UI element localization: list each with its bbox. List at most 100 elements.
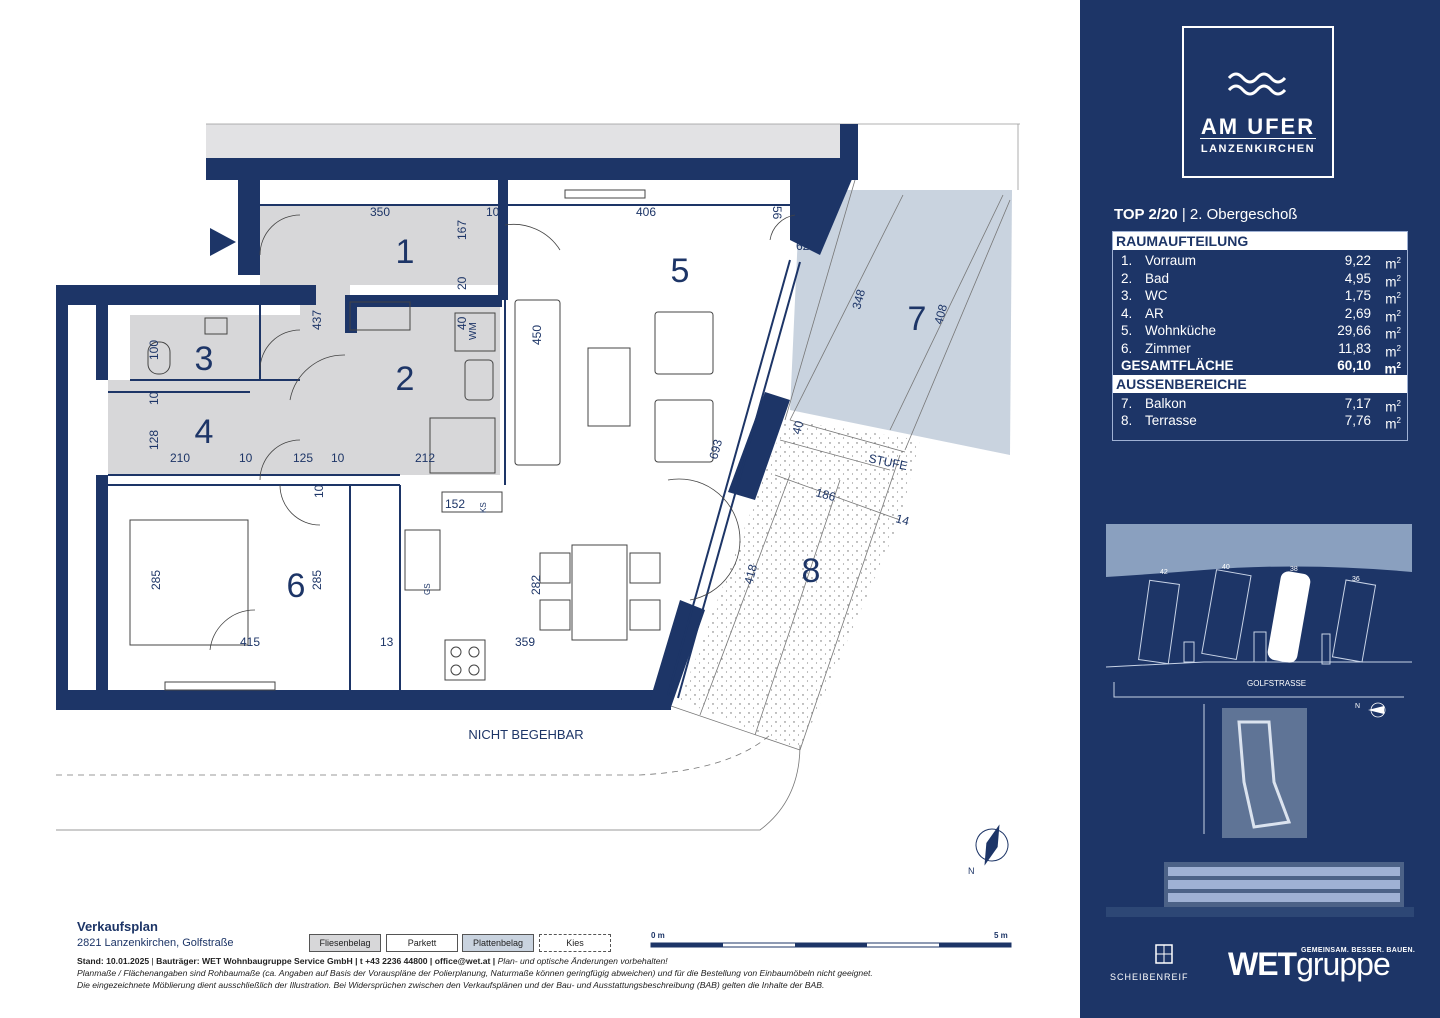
logo-subtitle: LANZENKIRCHEN <box>1200 143 1316 155</box>
entrance-arrow-icon <box>210 228 236 256</box>
fridge-label: KS <box>479 502 488 513</box>
info-sidebar: AM UFER LANZENKIRCHEN TOP 2/20 | 2. Ober… <box>1080 0 1440 1018</box>
dimension-label: 406 <box>636 205 656 219</box>
dimension-label: 450 <box>530 325 544 345</box>
dimension-label: 10 <box>331 451 345 465</box>
footer-notes: Stand: 10.01.2025 | Bauträger: WET Wohnb… <box>77 956 873 991</box>
dimension-label: 282 <box>529 575 543 595</box>
north-label: N <box>968 866 975 876</box>
terrace-floor <box>680 420 920 750</box>
room-section-title: RAUMAUFTEILUNG <box>1113 232 1407 250</box>
architect-emblem-icon <box>1155 944 1173 964</box>
note-furniture: Die eingezeichnete Möblierung dient auss… <box>77 980 825 991</box>
house-number: 36 <box>1352 576 1360 583</box>
legend-gravel: Kies <box>539 934 611 952</box>
street-label: GOLFSTRASSE <box>1247 679 1306 688</box>
floor-label: | 2. Obergeschoß <box>1181 206 1298 223</box>
dimension-label: 348 <box>849 287 868 310</box>
room-number-5: 5 <box>671 252 690 290</box>
room-number-4: 4 <box>195 413 214 451</box>
outdoor-section-title: AUSSENBEREICHE <box>1113 374 1407 393</box>
dimension-label: 20 <box>455 276 469 290</box>
north-arrow-icon <box>975 824 1009 866</box>
dimension-label: 418 <box>741 562 760 585</box>
architect-logo: SCHEIBENREIF <box>1110 972 1189 982</box>
plan-address: 2821 Lanzenkirchen, Golfstraße <box>77 937 234 949</box>
site-north-label: N <box>1355 703 1360 710</box>
dimension-label: 167 <box>455 220 469 240</box>
project-logo: AM UFER LANZENKIRCHEN <box>1182 26 1334 178</box>
brand-tagline: GEMEINSAM. BESSER. BAUEN. <box>1301 947 1416 954</box>
plan-title: Verkaufsplan <box>77 919 158 934</box>
neighbour-unit <box>206 124 856 158</box>
dimension-label: 415 <box>240 635 260 649</box>
dimension-label: 10 <box>239 451 253 465</box>
dimension-label: 437 <box>310 310 324 330</box>
room-number-3: 3 <box>195 340 214 378</box>
dimension-label: 285 <box>149 570 163 590</box>
house-number: 38 <box>1290 566 1298 573</box>
site-north-arrow-icon <box>1368 702 1386 718</box>
brand-logo: WETgruppe <box>1228 946 1391 982</box>
unit-header: TOP 2/20 | 2. Obergeschoß <box>1114 206 1297 223</box>
legend-parquet: Parkett <box>386 934 458 952</box>
logo-title: AM UFER <box>1200 114 1316 139</box>
scale-start-label: 0 m <box>651 931 665 940</box>
room-number-6: 6 <box>287 567 306 605</box>
dimension-label: 10 <box>312 484 326 498</box>
room-number-2: 2 <box>396 360 415 398</box>
developer-info: WET Wohnbaugruppe Service GmbH | t +43 2… <box>202 956 496 966</box>
dimension-label: 10 <box>486 205 500 219</box>
dimension-label: 693 <box>706 437 725 460</box>
washing-machine-label: WM <box>468 322 479 340</box>
status-date: Stand: 10.01.2025 <box>77 956 150 966</box>
dimension-label: 152 <box>445 497 465 511</box>
room-number-1: 1 <box>396 233 415 271</box>
highlighted-building <box>1267 571 1311 663</box>
wave-icon <box>1227 72 1287 96</box>
changes-note: Plan- und optische Änderungen vorbehalte… <box>497 956 668 966</box>
house-number: 40 <box>1222 564 1230 571</box>
dimension-label: 56 <box>770 206 784 220</box>
scale-bar <box>650 942 1012 948</box>
dimension-label: 359 <box>515 635 535 649</box>
dimension-label: 408 <box>931 302 950 325</box>
dimension-label: 14 <box>894 511 911 528</box>
unit-label: TOP 2/20 <box>1114 206 1178 223</box>
not-accessible-label: NICHT BEGEHBAR <box>468 727 583 742</box>
house-number: 42 <box>1160 569 1168 576</box>
room-number-8: 8 <box>802 552 821 590</box>
legend-slabs: Plattenbelag <box>462 934 534 952</box>
room-number-7: 7 <box>908 300 927 338</box>
developer-label: Bauträger: <box>156 956 200 966</box>
scale-end-label: 5 m <box>994 931 1008 940</box>
site-map: GOLFSTRASSE 42 40 38 36 N <box>1105 524 1414 917</box>
dimension-label: 285 <box>310 570 324 590</box>
dishwasher-label: GS <box>423 583 432 595</box>
note-dimensions: Planmaße / Flächenangaben sind Rohbaumaß… <box>77 968 873 979</box>
dimension-label: 40 <box>789 419 806 436</box>
dimension-label: 212 <box>415 451 435 465</box>
legend-tile: Fliesenbelag <box>309 934 381 952</box>
dimension-label: 100 <box>147 340 161 360</box>
dimension-label: 62 <box>796 239 810 253</box>
dimension-label: 128 <box>147 430 161 450</box>
dimension-label: 186 <box>814 485 837 504</box>
dimension-label: 10 <box>147 391 161 405</box>
dimension-label: 125 <box>293 451 313 465</box>
aerial-photo <box>1222 708 1307 838</box>
walls <box>56 124 858 710</box>
dimension-label: 13 <box>380 635 394 649</box>
dimension-label: 350 <box>370 205 390 219</box>
